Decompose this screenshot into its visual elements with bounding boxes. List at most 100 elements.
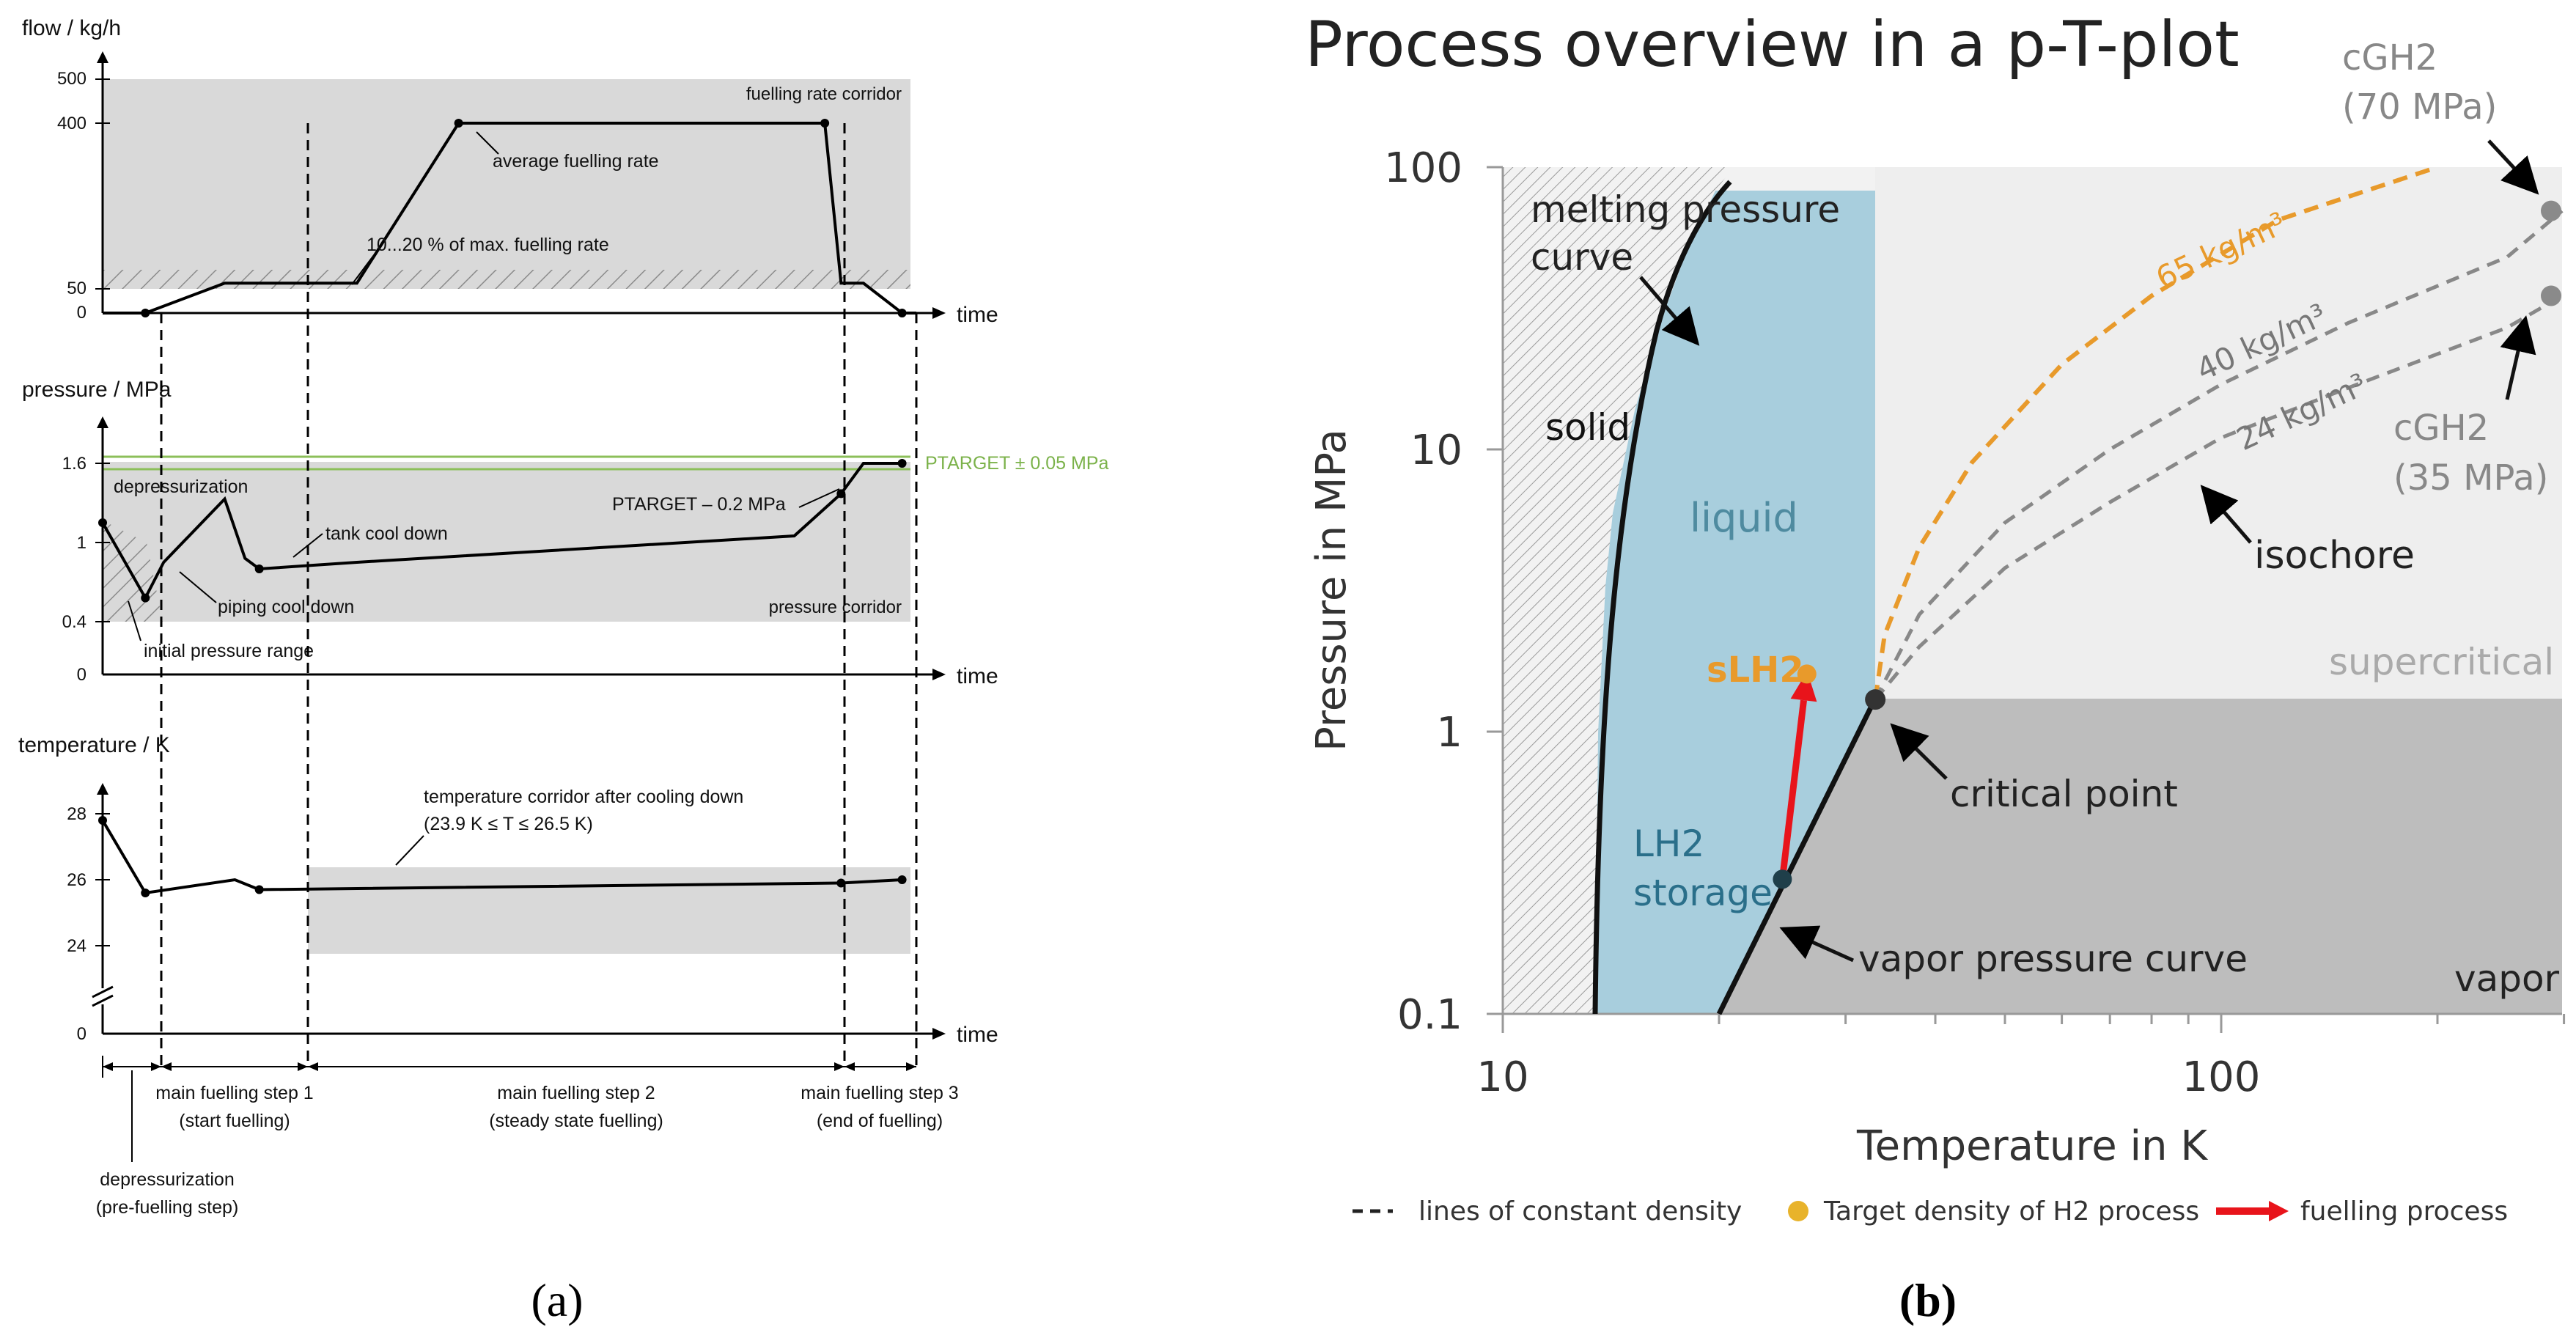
data-point	[897, 309, 907, 317]
liquid-label: liquid	[1690, 495, 1798, 541]
cgh2-70-label-1: cGH2	[2342, 37, 2437, 78]
liquid-region	[1595, 191, 1875, 1014]
x-tick-100: 100	[2182, 1053, 2261, 1101]
data-point	[98, 518, 107, 527]
cgh2-70-marker	[2541, 200, 2561, 221]
temperature-corridor	[308, 867, 910, 954]
phase-1-label: main fuelling step 1	[155, 1083, 313, 1103]
ptarget-band-label: PTARGET ± 0.05 MPa	[925, 453, 1108, 474]
data-point	[897, 459, 907, 468]
slh2-marker	[1797, 664, 1817, 684]
solid-label: solid	[1545, 406, 1630, 449]
lh2-label-2: storage	[1633, 872, 1773, 914]
ptarget-minus-label: PTARGET – 0.2 MPa	[612, 494, 786, 515]
axis-break-mark-2	[92, 994, 114, 1007]
data-point	[98, 816, 107, 825]
pressure-y-label: pressure / MPa	[22, 378, 172, 402]
data-point	[897, 875, 907, 884]
tick-1.6: 1.6	[62, 454, 87, 474]
pressure-corridor	[103, 462, 910, 622]
data-point	[454, 119, 463, 128]
temp-y-label: temperature / K	[18, 733, 170, 757]
pt-legend: lines of constant density Target density…	[1353, 1196, 2508, 1226]
data-point	[836, 489, 846, 499]
average-rate-label: average fuelling rate	[493, 151, 659, 172]
data-point	[141, 309, 150, 317]
temperature-series-points	[98, 816, 907, 897]
piping-leader	[179, 571, 217, 603]
y-tick-1: 1	[1436, 709, 1462, 757]
panel-b: Process overview in a p-T-plot 100 10 1 …	[1305, 8, 2566, 1326]
temp-corridor-label-1: temperature corridor after cooling down	[424, 787, 743, 807]
isochore-65-line	[1873, 165, 2438, 700]
temp-x-arrow	[932, 1028, 946, 1040]
pre-step-label: depressurization	[100, 1169, 234, 1190]
tick-50: 50	[67, 279, 87, 298]
min-rate-leader	[351, 254, 375, 285]
flow-x-label: time	[957, 303, 998, 327]
temp-x-label: time	[957, 1023, 998, 1047]
isochore-40-line	[1873, 209, 2564, 701]
legend-target-density: Target density of H2 process	[1823, 1196, 2199, 1226]
cgh2-35-leader	[2500, 315, 2536, 400]
vapor-label: vapor	[2454, 957, 2560, 1000]
isochore-label: isochore	[2254, 534, 2415, 578]
cgh2-70-label-2: (70 MPa)	[2342, 87, 2497, 128]
tick-400: 400	[57, 114, 87, 133]
supercritical-label: supercritical	[2329, 641, 2554, 683]
piping-cool-down-label: piping cool down	[218, 597, 354, 617]
min-rate-label: 10...20 % of max. fuelling rate	[367, 235, 609, 255]
phase-1-sub: (start fuelling)	[179, 1111, 290, 1131]
cgh2-35-label-1: cGH2	[2393, 408, 2489, 449]
temp-corridor-leader	[395, 835, 424, 866]
tick-26: 26	[67, 870, 87, 890]
temperature-subplot: temperature / K time 28 26 24 0 temperat…	[18, 733, 998, 1047]
lh2-storage-marker	[1773, 869, 1792, 889]
y-tick-100: 100	[1384, 144, 1462, 192]
critical-point-marker	[1865, 689, 1886, 710]
data-point	[141, 593, 150, 603]
tick-500: 500	[57, 69, 87, 89]
supercritical-region	[1875, 167, 2562, 699]
slh2-label: sLH2	[1707, 650, 1804, 691]
flow-y-arrow	[97, 51, 108, 63]
vapor-curve-leader	[1779, 925, 1855, 963]
fuelling-rate-corridor-label: fuelling rate corridor	[746, 84, 902, 104]
y-tick-0.1: 0.1	[1397, 991, 1462, 1039]
initial-leader	[128, 600, 141, 641]
timeline-ticks	[103, 1062, 916, 1071]
flow-subplot: flow / kg/h time 500 400 50 0 fuelling r…	[22, 16, 998, 327]
melting-pressure-curve	[1592, 180, 1732, 1015]
pt-x-label: Temperature in K	[1856, 1122, 2208, 1170]
phase-2-sub: (steady state fuelling)	[489, 1111, 663, 1131]
pre-step-sub: (pre-fuelling step)	[96, 1197, 239, 1218]
cgh2-35-marker	[2541, 285, 2561, 306]
tick-28: 28	[67, 804, 87, 824]
temperature-series-line	[101, 819, 902, 895]
pressure-y-ticks: 1.6 1 0.4 0	[62, 454, 110, 685]
pressure-series-points	[98, 459, 907, 603]
vapor-region	[1719, 699, 2562, 1014]
temp-y-ticks: 28 26 24 0	[67, 804, 110, 1044]
vapor-curve-label: vapor pressure curve	[1858, 938, 2248, 980]
legend-arrow-head	[2269, 1201, 2289, 1221]
melting-curve-label-1: melting pressure	[1531, 188, 1840, 231]
temp-corridor-label-2: (23.9 K ≤ T ≤ 26.5 K)	[424, 814, 593, 834]
lh2-label-1: LH2	[1633, 823, 1704, 865]
tank-cool-down-label: tank cool down	[325, 523, 448, 544]
melting-leader	[1639, 276, 1700, 346]
pressure-subplot: pressure / MPa time 1.6 1 0.4 0 PTARGET …	[22, 378, 1108, 688]
y-tick-10: 10	[1410, 427, 1462, 474]
phase-dividers	[160, 123, 918, 1067]
ptarget-leader	[798, 488, 840, 508]
phase-3-label: main fuelling step 3	[801, 1083, 958, 1103]
figure-label-a: (a)	[531, 1274, 583, 1326]
data-point	[820, 119, 830, 128]
pressure-x-label: time	[957, 664, 998, 688]
pt-y-label: Pressure in MPa	[1308, 429, 1355, 751]
initial-pressure-label: initial pressure range	[144, 641, 314, 661]
x-tick-10: 10	[1476, 1053, 1528, 1101]
panel-a: flow / kg/h time 500 400 50 0 fuelling r…	[18, 16, 1108, 1326]
solid-region	[1503, 167, 1734, 1014]
isochore-leader	[2200, 485, 2252, 544]
